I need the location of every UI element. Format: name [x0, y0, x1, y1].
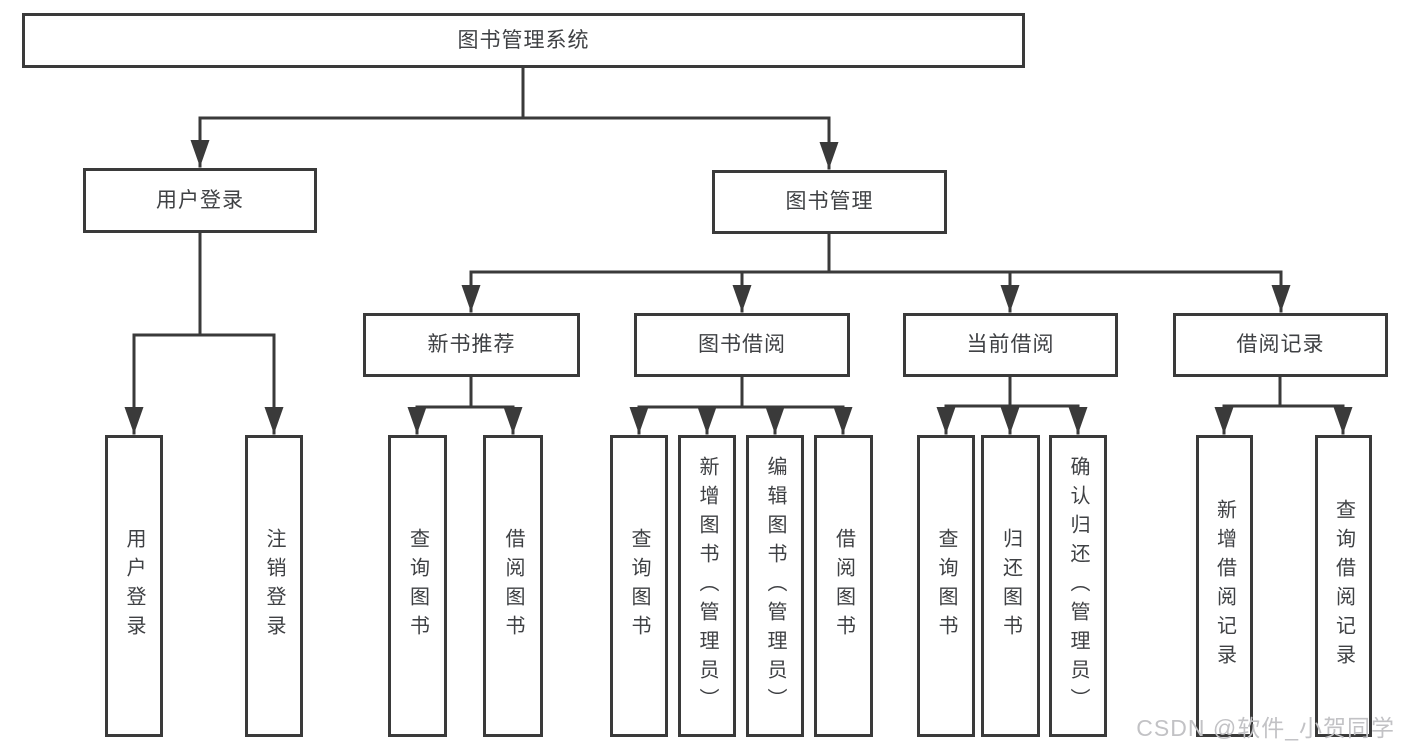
node-label: 确认归还（管理员）: [1067, 455, 1089, 717]
leaf-borrowing-edit-books-admin: 编辑图书（管理员）: [746, 435, 804, 737]
node-current-borrowing: 当前借阅: [903, 313, 1118, 377]
node-label: 图书管理: [785, 190, 874, 214]
connector-user-login-children: [124, 231, 284, 435]
node-user-login: 用户登录: [83, 168, 317, 233]
leaf-borrowing-query-books: 查询图书: [610, 435, 668, 737]
leaf-current-confirm-return-admin: 确认归还（管理员）: [1049, 435, 1107, 737]
connector-book-borrowing-children: [629, 375, 853, 435]
node-label: 注销登录: [263, 528, 285, 644]
node-label: 图书借阅: [698, 333, 786, 357]
leaf-user-login: 用户登录: [105, 435, 163, 737]
leaf-current-query-books: 查询图书: [917, 435, 975, 737]
node-book-management: 图书管理: [712, 170, 947, 234]
node-label: 新增借阅记录: [1213, 499, 1236, 673]
leaf-records-add-record: 新增借阅记录: [1196, 435, 1253, 737]
node-label: 查询图书: [628, 528, 650, 644]
leaf-current-return-books: 归还图书: [981, 435, 1040, 737]
node-label: 图书管理系统: [457, 28, 590, 52]
node-label: 借阅记录: [1236, 333, 1325, 357]
node-borrowing-records: 借阅记录: [1173, 313, 1388, 377]
leaf-recommend-query-books: 查询图书: [388, 435, 447, 737]
node-library-management-system: 图书管理系统: [22, 13, 1025, 68]
node-label: 新增图书（管理员）: [696, 455, 718, 717]
node-label: 查询图书: [935, 528, 957, 644]
node-label: 借阅图书: [832, 528, 855, 644]
leaf-borrowing-add-books-admin: 新增图书（管理员）: [678, 435, 736, 737]
connector-borrowing-records-children: [1214, 375, 1353, 435]
node-label: 查询借阅记录: [1332, 499, 1355, 673]
leaf-logout-login: 注销登录: [245, 435, 303, 737]
node-label: 编辑图书（管理员）: [764, 455, 786, 717]
node-label: 用户登录: [123, 528, 145, 644]
node-label: 查询图书: [406, 528, 429, 644]
node-label: 归还图书: [999, 528, 1022, 644]
node-label: 当前借阅: [966, 333, 1055, 357]
leaf-recommend-borrow-books: 借阅图书: [483, 435, 543, 737]
node-new-book-recommendation: 新书推荐: [363, 313, 580, 377]
node-label: 新书推荐: [427, 333, 516, 357]
connector-new-book-recommendation-children: [407, 375, 523, 435]
connector-current-borrowing-children: [936, 375, 1088, 435]
watermark: CSDN @软件_小贺同学: [1136, 715, 1395, 741]
connector-root-to-level2: [190, 66, 839, 170]
node-label: 用户登录: [156, 188, 244, 212]
node-label: 借阅图书: [502, 528, 524, 644]
leaf-records-query-record: 查询借阅记录: [1315, 435, 1372, 737]
leaf-borrowing-borrow-books: 借阅图书: [814, 435, 873, 737]
connector-book-management-children: [461, 232, 1291, 313]
node-book-borrowing: 图书借阅: [634, 313, 850, 377]
